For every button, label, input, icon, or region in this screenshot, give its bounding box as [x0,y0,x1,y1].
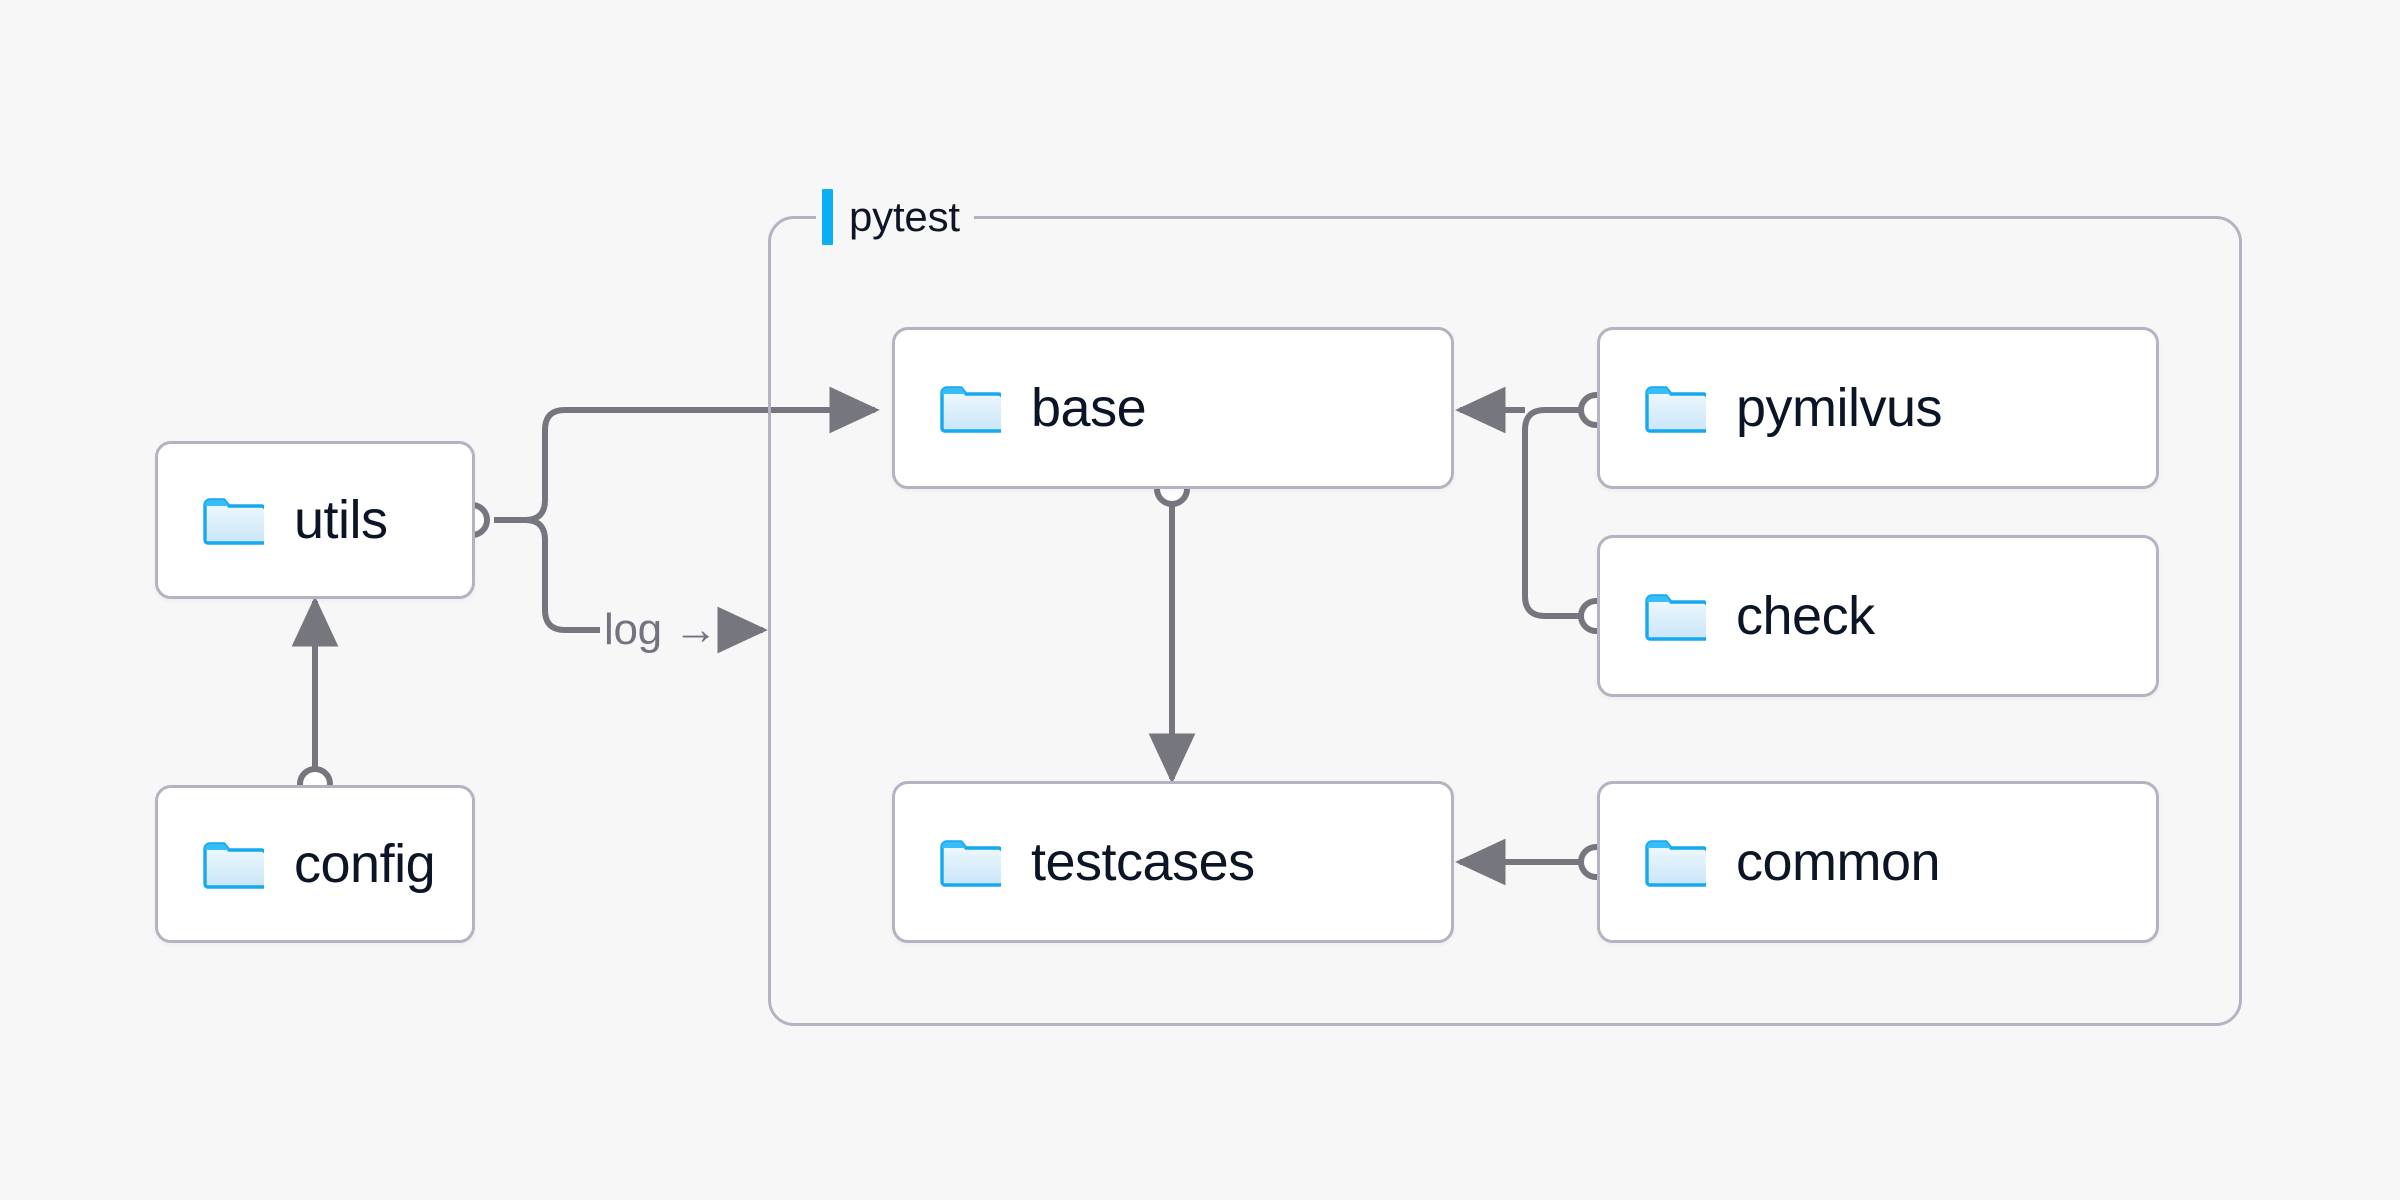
node-label: check [1736,586,1875,646]
folder-icon [1645,840,1706,887]
folder-icon [940,840,1001,887]
group-container-pytest [768,216,2242,1026]
folder-icon [1645,386,1706,433]
node-label: base [1031,378,1147,438]
node-config[interactable]: config [155,785,475,943]
edge-utils-log [524,517,600,633]
node-check[interactable]: check [1597,535,2159,697]
group-accent-bar [822,189,833,245]
edge-label-log: log → [604,605,718,654]
node-testcases[interactable]: testcases [892,781,1454,943]
node-base[interactable]: base [892,327,1454,489]
folder-icon [203,842,264,889]
node-label: testcases [1031,832,1255,892]
group-label-pytest: pytest [816,188,974,246]
node-utils[interactable]: utils [155,441,475,599]
folder-icon [203,498,264,545]
node-pymilvus[interactable]: pymilvus [1597,327,2159,489]
node-label: pymilvus [1736,378,1943,438]
node-label: common [1736,832,1941,892]
folder-icon [940,386,1001,433]
node-common[interactable]: common [1597,781,2159,943]
node-label: config [294,834,436,894]
node-label: utils [294,490,388,550]
folder-icon [1645,594,1706,641]
group-label-text: pytest [849,193,960,240]
